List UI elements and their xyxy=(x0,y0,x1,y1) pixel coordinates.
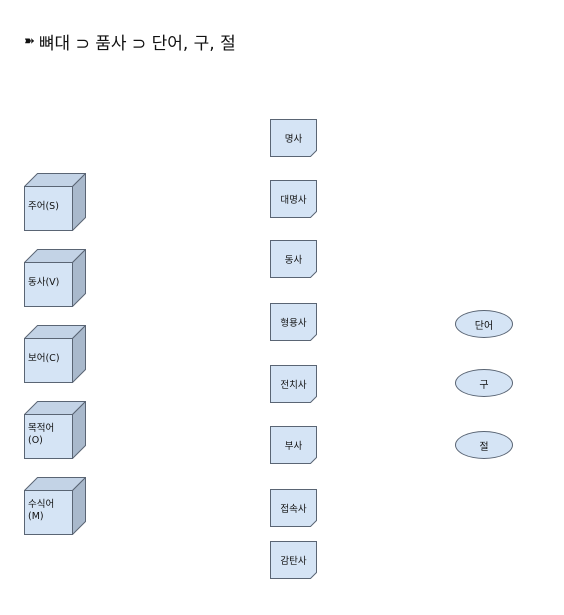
cube-modifier[interactable]: 수식어 (M) xyxy=(24,477,86,535)
cube-verb[interactable]: 동사(V) xyxy=(24,249,86,307)
title-text: 뼈대 ⊃ 품사 ⊃ 단어, 구, 절 xyxy=(38,33,236,54)
page-title: ➽ 뼈대 ⊃ 품사 ⊃ 단어, 구, 절 xyxy=(24,28,236,54)
cube-label: 동사(V) xyxy=(28,277,60,288)
folded-rect-shape-icon xyxy=(270,180,317,218)
cube-shape-icon xyxy=(24,401,86,459)
cube-object[interactable]: 목적어 (O) xyxy=(24,401,86,459)
folded-rect-shape-icon xyxy=(270,303,317,341)
cube-shape-icon xyxy=(24,249,86,307)
cube-shape-icon xyxy=(24,477,86,535)
cube-label: 수식어 (M) xyxy=(28,499,55,522)
note-label: 형용사 xyxy=(280,318,307,329)
cube-shape-icon xyxy=(24,173,86,231)
folded-rect-shape-icon xyxy=(270,541,317,579)
cube-complement[interactable]: 보어(C) xyxy=(24,325,86,383)
cube-subject[interactable]: 주어(S) xyxy=(24,173,86,231)
folded-rect-shape-icon xyxy=(270,240,317,278)
folded-rect-shape-icon xyxy=(270,119,317,157)
folded-rect-shape-icon xyxy=(270,426,317,464)
ellipse-phrase[interactable]: 구 xyxy=(455,369,513,397)
folded-rect-shape-icon xyxy=(270,489,317,527)
note-conjunction[interactable]: 접속사 xyxy=(270,489,317,527)
ellipse-word[interactable]: 단어 xyxy=(455,310,513,338)
ellipse-clause[interactable]: 절 xyxy=(455,431,513,459)
note-label: 접속사 xyxy=(280,504,307,515)
note-verb[interactable]: 동사 xyxy=(270,240,317,278)
note-adjective[interactable]: 형용사 xyxy=(270,303,317,341)
note-noun[interactable]: 명사 xyxy=(270,119,317,157)
cube-shape-icon xyxy=(24,325,86,383)
cube-label: 보어(C) xyxy=(28,353,60,364)
arrow-bullet-icon: ➽ xyxy=(24,33,35,49)
cube-label: 주어(S) xyxy=(28,201,59,212)
note-label: 동사 xyxy=(284,255,303,266)
note-pronoun[interactable]: 대명사 xyxy=(270,180,317,218)
cube-label: 목적어 (O) xyxy=(28,423,55,446)
note-adverb[interactable]: 부사 xyxy=(270,426,317,464)
note-label: 부사 xyxy=(284,441,303,452)
folded-rect-shape-icon xyxy=(270,365,317,403)
note-label: 명사 xyxy=(284,134,303,145)
note-interjection[interactable]: 감탄사 xyxy=(270,541,317,579)
note-preposition[interactable]: 전치사 xyxy=(270,365,317,403)
note-label: 전치사 xyxy=(280,380,307,391)
note-label: 감탄사 xyxy=(280,556,307,567)
note-label: 대명사 xyxy=(280,195,307,206)
